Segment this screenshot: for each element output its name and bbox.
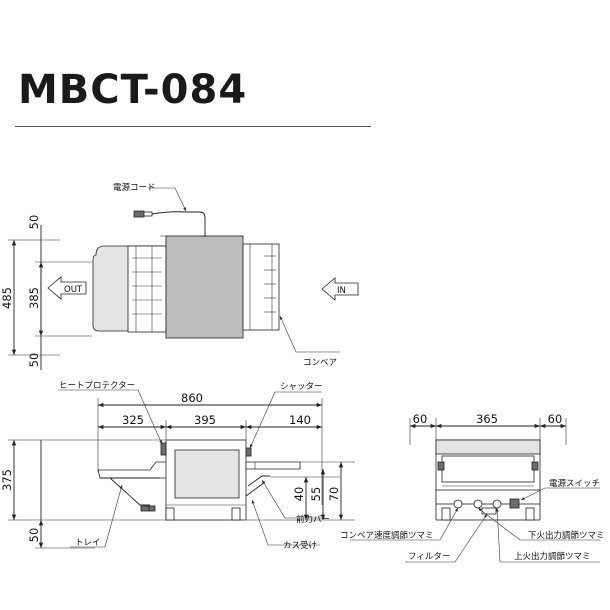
power-switch[interactable] [509, 498, 520, 509]
heat-protector-label: ヒートプロテクター [59, 381, 135, 391]
conveyor-label: コンベア [303, 358, 337, 368]
title-underline [15, 126, 371, 127]
dim-140: 140 [289, 413, 311, 427]
front-body [435, 439, 541, 521]
crumb-tray-label: カス受け [283, 540, 317, 551]
dim-385: 385 [27, 287, 41, 309]
in-label: IN [337, 286, 346, 296]
model-title: MBCT-084 [18, 67, 248, 113]
dim-395: 395 [194, 413, 216, 427]
dim-60-left: 60 [413, 412, 428, 426]
in-arrow [321, 277, 359, 301]
side-small-dims [246, 461, 355, 521]
upper-heat-knob[interactable] [492, 499, 502, 509]
dim-50-bottom: 50 [27, 353, 41, 368]
outfeed-tray [92, 245, 167, 333]
side-view: 860 325 395 140 375 50 [0, 381, 355, 551]
main-body-top [165, 235, 244, 339]
power-cord [133, 210, 206, 237]
out-arrow [47, 276, 87, 300]
front-bar-label: 前力バー [296, 514, 330, 525]
power-cord-label: 電源コード [113, 183, 156, 193]
front-dimension-chain [409, 418, 567, 445]
tray-label: トレイ [75, 538, 101, 548]
dim-70: 70 [327, 487, 341, 502]
power-switch-label: 電源スイッチ [549, 479, 600, 489]
dim-325: 325 [122, 413, 144, 427]
lower-heat-knob-label: 下火出力調節ツマミ [528, 530, 605, 541]
dim-60-right: 60 [548, 412, 563, 426]
dim-40: 40 [292, 487, 306, 502]
dim-485: 485 [0, 287, 14, 309]
filter-label: フィルター [408, 552, 450, 562]
side-infeed [245, 461, 301, 497]
dim-375: 375 [0, 469, 14, 491]
side-body [160, 439, 252, 521]
dim-55: 55 [309, 487, 323, 502]
dim-860: 860 [181, 391, 203, 405]
dim-365: 365 [476, 412, 498, 426]
front-knob-strip [441, 498, 535, 521]
conveyor-speed-knob-label: コンベア速度調節ツマミ [340, 530, 434, 541]
top-dimension-chain [8, 225, 92, 370]
infeed-conveyor [242, 243, 280, 331]
front-view: 60 365 60 電源スイッチ コンベア速度調節ツマミ 下火出力調節ツマミ [340, 412, 605, 563]
filter [481, 507, 497, 515]
dim-50-top: 50 [27, 215, 41, 230]
out-label: OUT [64, 285, 83, 295]
shutter-label: シャッター [280, 382, 323, 392]
upper-heat-knob-label: 上火出力調節ツマミ [514, 551, 591, 562]
top-view: 50 485 385 50 OUT [0, 183, 359, 370]
side-tray [97, 461, 169, 512]
dim-50-side: 50 [27, 528, 41, 543]
lower-heat-knob[interactable] [473, 499, 483, 509]
conveyor-speed-knob[interactable] [453, 499, 463, 509]
